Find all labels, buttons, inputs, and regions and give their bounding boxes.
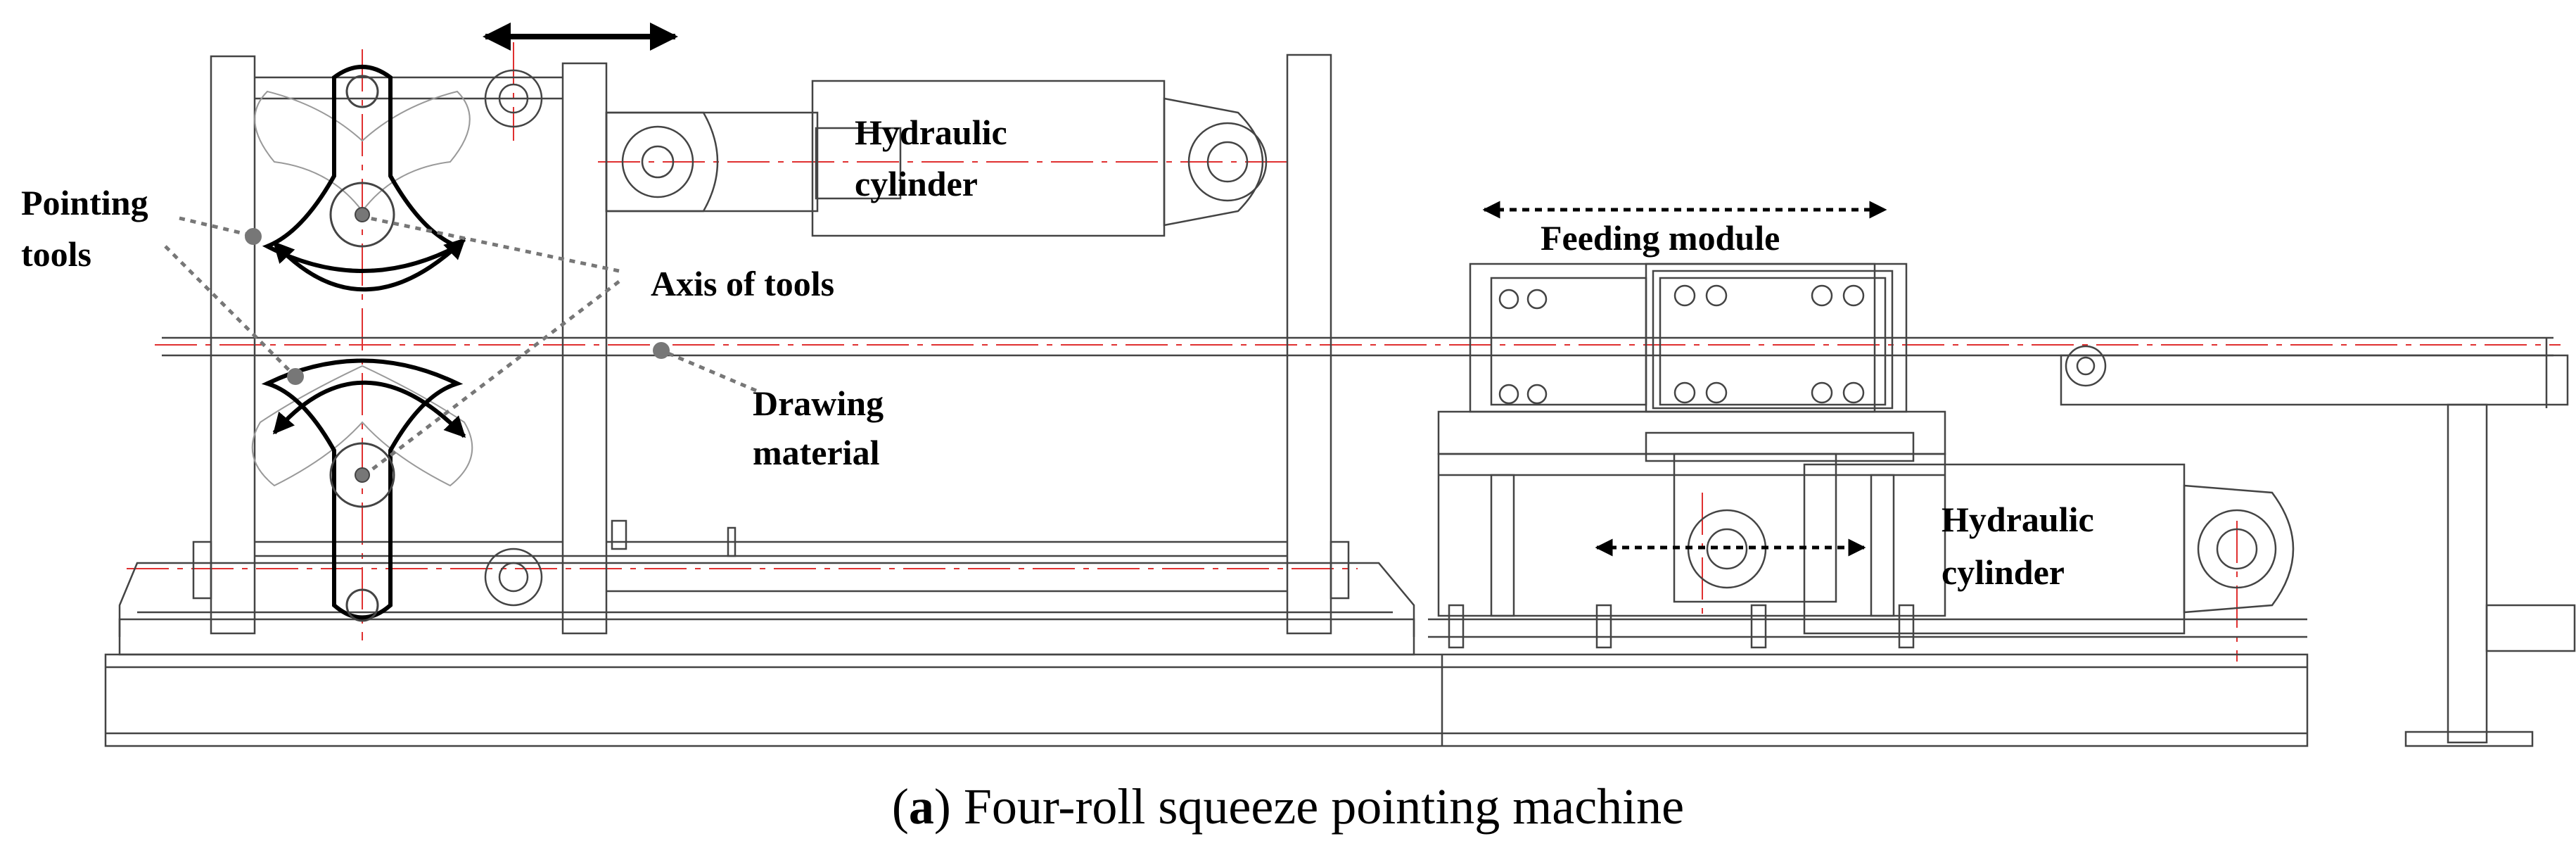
drawing-material-label-line1: Drawing — [753, 384, 884, 423]
caption-letter: a — [908, 778, 934, 835]
left-frame — [104, 53, 2553, 747]
machine-drawing: Pointing tools Axis of tools Drawing mat… — [21, 23, 2576, 747]
feeding-module-label: Feeding module — [1541, 218, 1780, 258]
tool-rotation-arrows — [272, 237, 466, 438]
leader-dots — [245, 228, 670, 385]
hydraulic-cylinder-top-label-line1: Hydraulic — [855, 113, 1007, 152]
right-support — [2060, 338, 2576, 747]
pointing-tools-label-line1: Pointing — [21, 183, 148, 222]
drawing-material-label-line2: material — [753, 433, 880, 472]
pointing-tools-label-line2: tools — [21, 234, 91, 274]
upper-cylinder-assembly — [484, 69, 1268, 607]
hydraulic-cylinder-right-label-line2: cylinder — [1941, 552, 2065, 592]
caption-text: Four-roll squeeze pointing machine — [963, 778, 1685, 835]
hydraulic-cylinder-top-label-line2: cylinder — [855, 164, 978, 203]
hydraulic-cylinder-right-label-line1: Hydraulic — [1941, 500, 2094, 539]
centerlines — [127, 42, 2561, 662]
axis-of-tools-label: Axis of tools — [651, 264, 834, 303]
figure-caption: (a) Four-roll squeeze pointing machine — [891, 778, 1685, 835]
leader-lines — [164, 216, 757, 473]
feeding-module — [1428, 263, 2307, 649]
